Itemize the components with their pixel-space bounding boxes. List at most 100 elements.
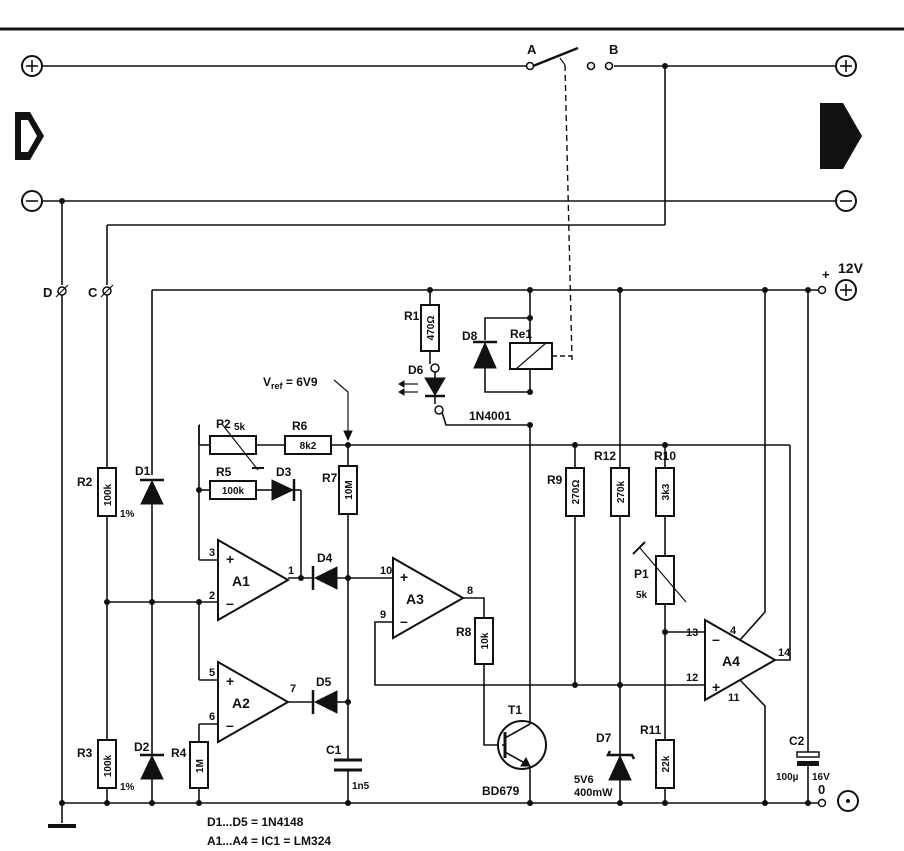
svg-text:10: 10 [380,565,392,577]
svg-text:100µ: 100µ [776,772,799,783]
transistor-t1: T1 BD679 [482,703,547,798]
svg-text:D7: D7 [596,731,612,745]
rail-connections: D C [43,66,666,803]
svg-text:270k: 270k [616,480,627,503]
potentiometer-p2: P2 5k [209,417,264,471]
supply-rail-12v: + 12V [151,260,864,475]
svg-text:5k: 5k [636,590,648,601]
svg-text:16V: 16V [812,772,830,783]
supply-plus: + [822,267,830,282]
svg-text:+: + [226,551,234,567]
resistor-r4: 1M R4 [171,741,209,789]
resistor-r5: 100k R5 [209,465,257,500]
svg-text:R6: R6 [292,419,308,433]
svg-text:C1: C1 [326,743,342,757]
svg-text:–: – [226,595,234,611]
relay-re1: Re1 [509,327,553,370]
switch-contact-b: B [609,42,618,57]
svg-text:A1: A1 [232,573,250,589]
svg-text:P1: P1 [634,567,649,581]
svg-text:8: 8 [467,585,473,597]
svg-text:A2: A2 [232,695,250,711]
svg-text:3: 3 [209,547,215,559]
svg-text:A3: A3 [406,591,424,607]
svg-text:1: 1 [288,565,294,577]
svg-text:–: – [712,631,720,647]
resistor-r12: 270k R12 [594,449,630,517]
svg-text:–: – [226,717,234,733]
switch-contact-a: A [527,42,537,57]
svg-text:T1: T1 [508,703,522,717]
svg-text:12: 12 [686,672,698,684]
svg-text:R5: R5 [216,465,232,479]
svg-text:R9: R9 [547,473,563,487]
resistor-r7: 10M R7 [322,465,358,515]
diode-d2: D2 [134,740,164,780]
svg-text:D6: D6 [408,363,424,377]
svg-text:R10: R10 [654,449,676,463]
svg-text:2: 2 [209,590,215,602]
svg-text:4: 4 [730,625,737,637]
svg-text:R7: R7 [322,471,338,485]
svg-text:7: 7 [290,683,296,695]
vref-label: Vref = 6V9 [263,375,353,442]
svg-text:D8: D8 [462,329,478,343]
svg-text:+: + [712,679,720,695]
svg-text:R3: R3 [77,746,93,760]
svg-text:13: 13 [686,627,698,639]
svg-text:D4: D4 [317,551,333,565]
svg-text:14: 14 [778,647,791,659]
svg-text:5V6: 5V6 [574,774,594,786]
svg-text:R11: R11 [640,723,662,737]
svg-text:6: 6 [209,711,215,723]
svg-text:R12: R12 [594,449,616,463]
resistor-r9: 270Ω R9 [547,467,585,517]
ground-label: 0 [818,782,825,797]
svg-text:P2: P2 [216,417,231,431]
diode-d1: D1 [135,464,164,505]
output-arrow-icon [820,103,862,169]
svg-text:100k: 100k [103,483,114,506]
svg-text:1n5: 1n5 [352,781,370,792]
svg-text:D1: D1 [135,464,151,478]
input-arrow-icon [15,112,44,160]
svg-text:–: – [400,613,408,629]
svg-text:C2: C2 [789,734,805,748]
svg-text:D5: D5 [316,675,332,689]
svg-text:D2: D2 [134,740,150,754]
zener-d7: D7 5V6 400mW [574,731,636,799]
svg-text:100k: 100k [103,754,114,777]
opamp-a3: + – A3 10 9 8 [380,556,473,640]
svg-text:BD679: BD679 [482,784,520,798]
resistor-r6: 8k2 R6 [284,419,332,455]
svg-text:9: 9 [380,609,386,621]
ground-rail: 0 [48,782,859,828]
resistor-r10: 3k3 R10 [654,449,676,517]
svg-text:Vref = 6V9: Vref = 6V9 [263,375,318,391]
diode-d5: D5 [311,675,338,714]
svg-text:470Ω: 470Ω [426,316,437,341]
svg-text:5k: 5k [234,422,246,433]
note-opamps: A1...A4 = IC1 = LM324 [207,834,331,848]
svg-text:400mW: 400mW [574,787,613,799]
svg-text:A4: A4 [722,653,740,669]
diode-d3: D3 [271,465,296,501]
potentiometer-p1: P1 5k [632,541,687,605]
resistor-r2: 100k R2 1% [77,467,135,520]
svg-text:5: 5 [209,667,215,679]
svg-text:270Ω: 270Ω [571,480,582,505]
svg-text:R4: R4 [171,746,187,760]
opamp-a1: + – A1 3 2 1 [209,538,294,622]
svg-text:22k: 22k [661,755,672,772]
svg-text:10M: 10M [344,480,355,499]
led-d6: D6 [398,363,446,398]
svg-text:Re1: Re1 [510,327,532,341]
svg-text:1M: 1M [195,759,206,773]
svg-text:R1: R1 [404,309,420,323]
svg-text:3k3: 3k3 [661,483,672,500]
terminal-d: D [43,285,52,300]
supply-label: 12V [838,260,864,276]
svg-text:+: + [400,569,408,585]
opamp-a2: + – A2 5 6 7 [209,660,296,744]
svg-text:1N4001: 1N4001 [469,409,511,423]
